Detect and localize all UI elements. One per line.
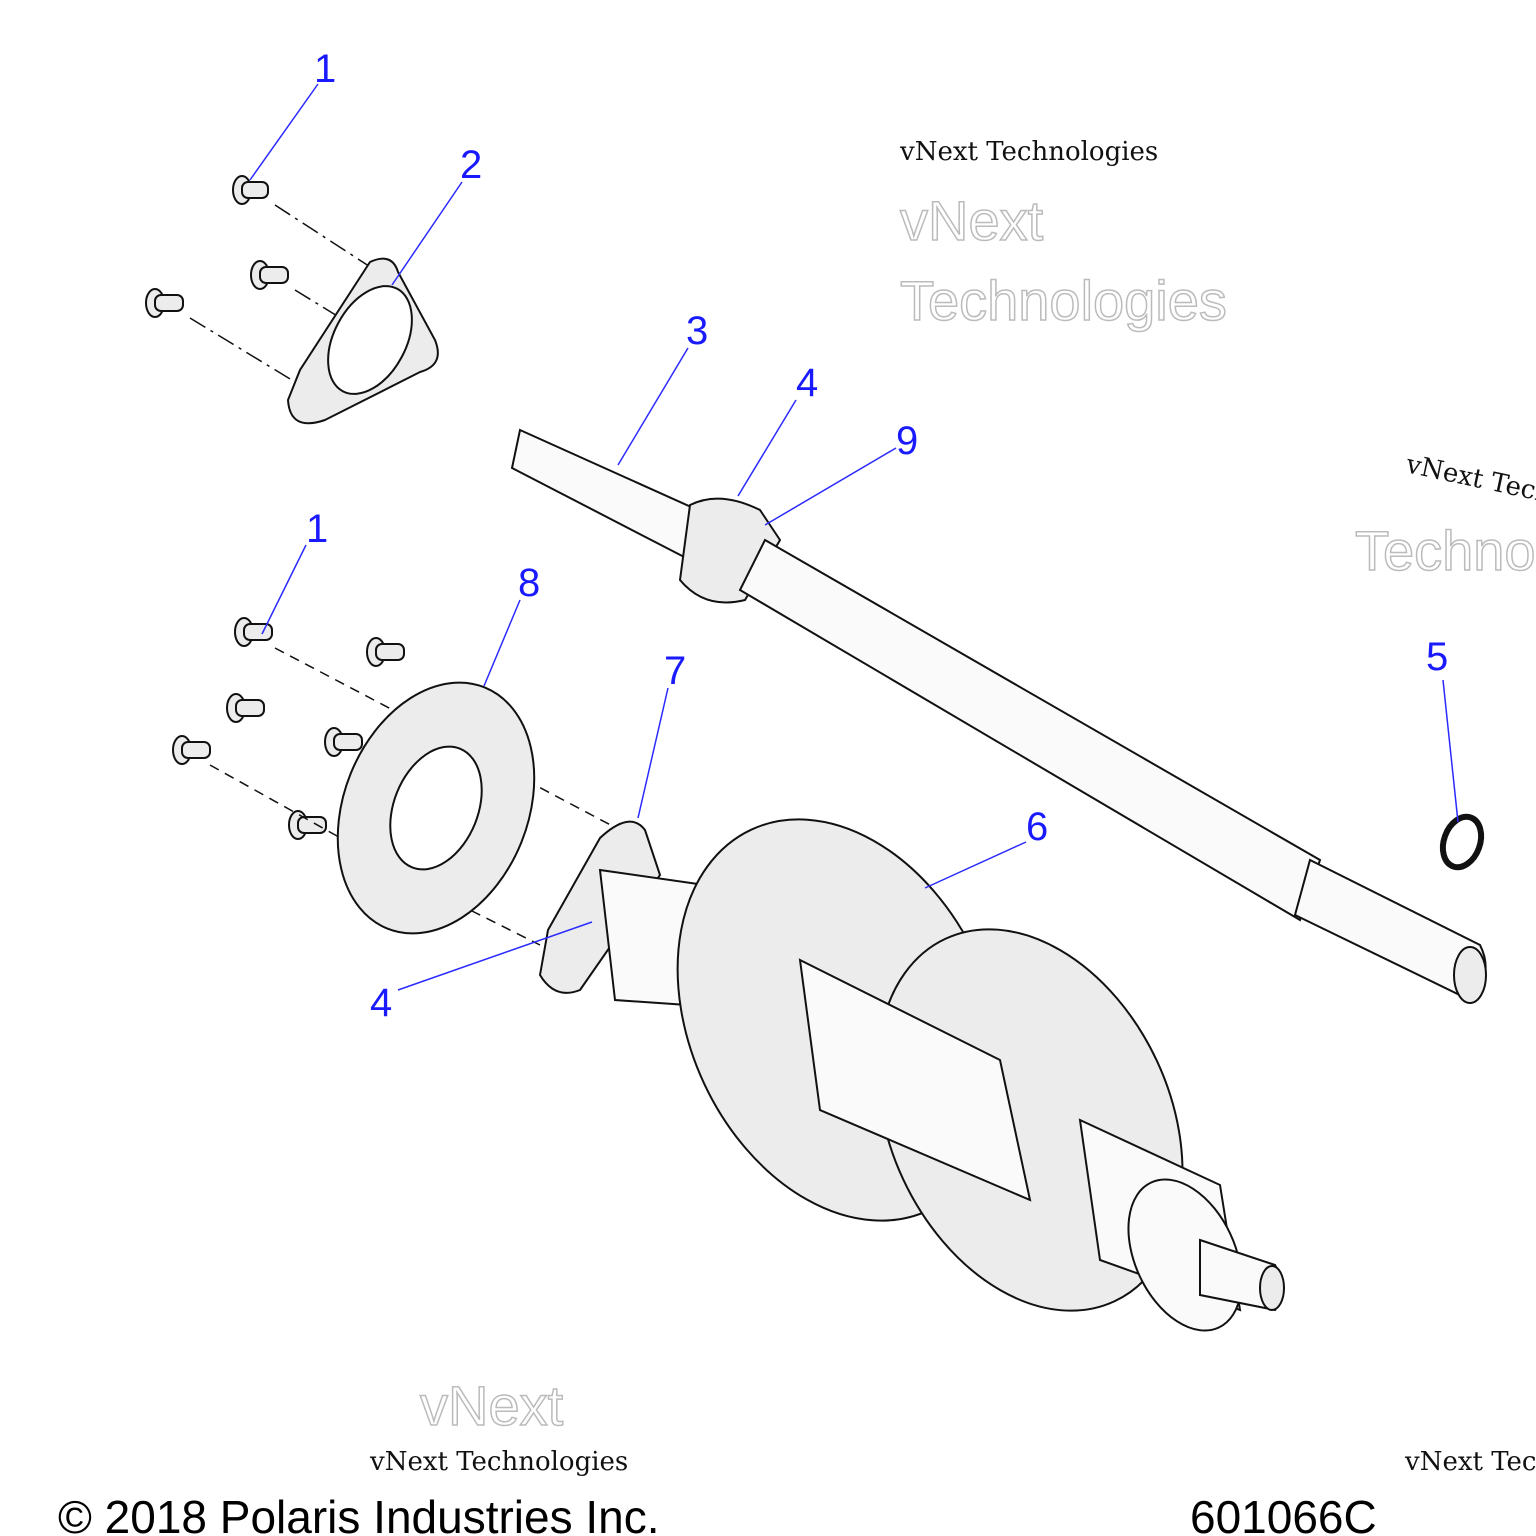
bolt-icon xyxy=(288,810,327,840)
leader-line xyxy=(637,687,669,819)
svg-text:vNext: vNext xyxy=(900,189,1044,252)
callout-1: 1 xyxy=(306,507,328,551)
leader-line xyxy=(249,83,319,181)
leader-line xyxy=(391,181,463,286)
callout-3: 3 xyxy=(686,309,708,353)
leader-line xyxy=(1442,679,1459,823)
o-ring xyxy=(1439,813,1485,871)
callout-8: 8 xyxy=(518,561,540,605)
alignment-line xyxy=(449,739,621,831)
bolt-icon xyxy=(324,727,363,757)
alignment-line xyxy=(189,317,301,386)
callout-4: 4 xyxy=(370,981,392,1025)
alignment-line xyxy=(274,204,376,271)
sprocket-assembly xyxy=(598,818,1285,1332)
copyright-text: © 2018 Polaris Industries Inc. xyxy=(58,1491,660,1536)
bolt-icon xyxy=(250,260,289,290)
leader-line xyxy=(924,841,1027,889)
leader-line xyxy=(397,921,593,991)
svg-text:vNext Technologies: vNext Technologies xyxy=(369,1447,628,1477)
svg-text:vNext: vNext xyxy=(420,1374,564,1437)
leader-line xyxy=(737,399,797,497)
callout-4: 4 xyxy=(796,361,818,405)
leader-line xyxy=(483,599,521,687)
plate-bore xyxy=(389,745,483,871)
bolt-icon xyxy=(234,617,273,647)
leader-line xyxy=(617,347,689,466)
flange-bore xyxy=(327,285,413,395)
callout-6: 6 xyxy=(1026,805,1048,849)
callout-1: 1 xyxy=(314,47,336,91)
bolt-icon xyxy=(366,637,405,667)
svg-text:Technologies: Technologies xyxy=(1355,519,1536,582)
alignment-line xyxy=(294,289,361,331)
leader-line xyxy=(261,544,307,635)
leader-line xyxy=(764,447,897,526)
bolt-icon xyxy=(145,288,184,318)
svg-text:Technologies: Technologies xyxy=(900,269,1227,332)
svg-text:vNext Technologies: vNext Technologies xyxy=(899,137,1158,167)
callout-7: 7 xyxy=(664,649,686,693)
callout-5: 5 xyxy=(1426,635,1448,679)
bolt-icon xyxy=(232,175,269,205)
bolt-icon xyxy=(226,693,265,723)
bolt-icon xyxy=(172,735,211,765)
callout-2: 2 xyxy=(460,143,482,187)
drawing-number: 601066C xyxy=(1190,1491,1377,1536)
drive-shaft xyxy=(510,428,1487,1004)
watermark: vNext Technologies vNext Technologies vN… xyxy=(369,137,1536,1477)
upper-bolt-group xyxy=(145,175,376,386)
bearing-flange xyxy=(538,820,662,994)
svg-text:vNext Technologies: vNext Technologies xyxy=(1404,1447,1536,1477)
callout-9: 9 xyxy=(896,419,918,463)
